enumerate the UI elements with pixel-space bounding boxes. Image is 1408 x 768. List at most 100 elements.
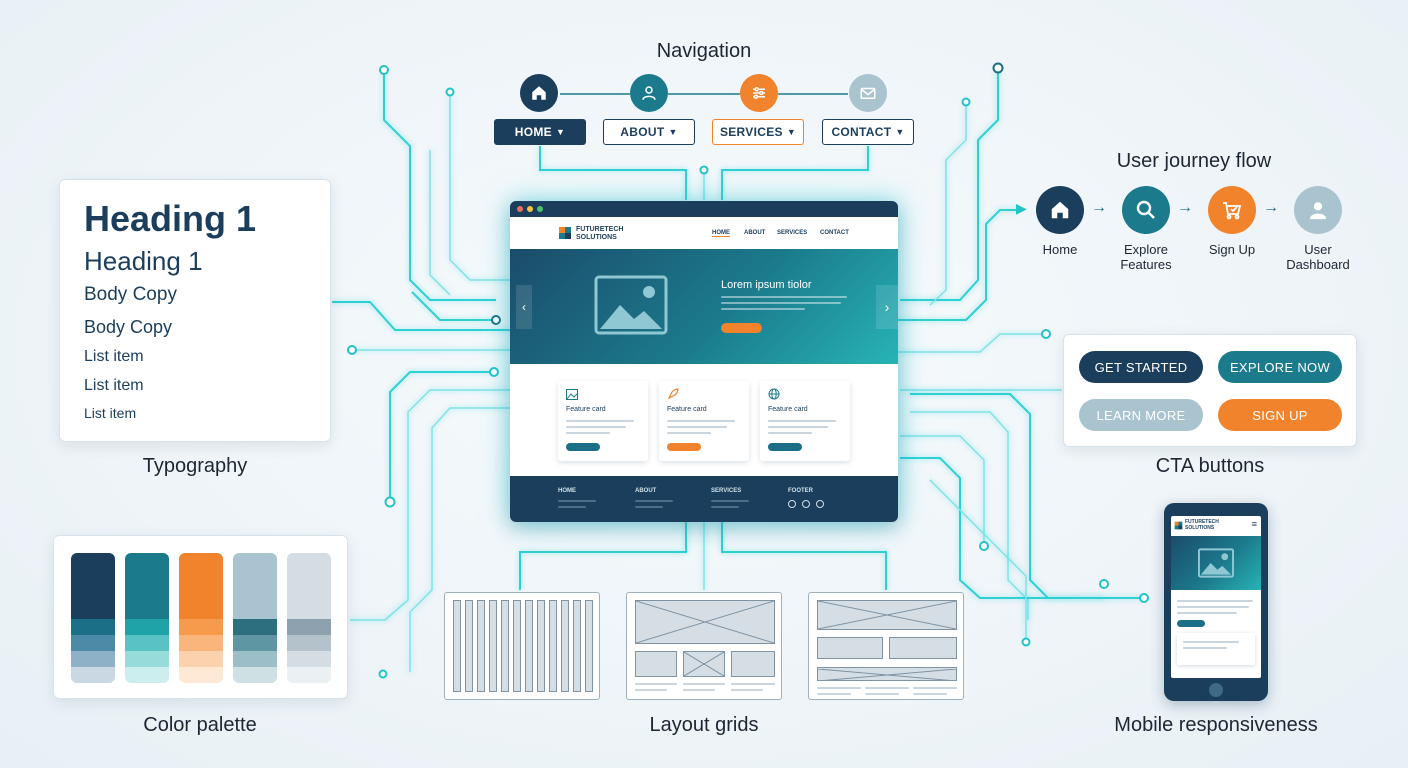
grid-column [537, 600, 545, 692]
nav-contact-button[interactable]: CONTACT▼ [822, 119, 914, 145]
grid-column [573, 600, 581, 692]
mobile-cta-button[interactable] [1177, 620, 1205, 627]
swatch-tint [179, 619, 223, 635]
wireframe-line [683, 689, 715, 691]
swatch-tint [233, 667, 277, 683]
mobile-title: Mobile responsiveness [1114, 714, 1318, 736]
feature-card-button[interactable] [566, 443, 600, 451]
footer-footer[interactable]: FOOTER [788, 488, 813, 494]
site-nav-contact[interactable]: CONTACT [820, 230, 849, 236]
palette-card [53, 535, 348, 699]
swatch-tint [71, 619, 115, 635]
wireframe-line [731, 683, 775, 685]
swatch-tint [233, 651, 277, 667]
swatch-tint [179, 651, 223, 667]
site-header: FUTURETECH SOLUTIONS HOME ABOUT SERVICES… [510, 217, 898, 249]
swatch-tint [287, 619, 331, 635]
journey-arrow-icon: → [1177, 199, 1193, 216]
wireframe-block [731, 651, 775, 677]
mobile-text-line [1177, 612, 1237, 614]
mobile-logo-line2: SOLUTIONS [1185, 525, 1215, 531]
color-swatch [233, 553, 277, 683]
hero-cta-button[interactable] [721, 323, 762, 333]
chevron-down-icon: ▼ [786, 127, 797, 137]
footer-home[interactable]: HOME [558, 488, 576, 494]
explore-now-button[interactable]: EXPLORE NOW [1218, 351, 1342, 383]
grid-column [465, 600, 473, 692]
instagram-icon[interactable] [816, 500, 824, 508]
cta-title: CTA buttons [1155, 455, 1265, 477]
cta-card: GET STARTED EXPLORE NOW LEARN MORE SIGN … [1063, 334, 1357, 447]
mobile-screen: FUTURETECH SOLUTIONS ≡ [1171, 516, 1261, 678]
feature-card-title: Feature card [667, 406, 707, 413]
facebook-icon[interactable] [788, 500, 796, 508]
footer-about[interactable]: ABOUT [635, 488, 657, 494]
window-minimize-dot [527, 206, 533, 212]
mobile-card [1177, 633, 1255, 665]
nav-home-button[interactable]: HOME▼ [494, 119, 586, 145]
typography-heading-regular: Heading 1 [84, 246, 203, 276]
hero-image-icon [594, 275, 668, 335]
site-nav-about[interactable]: ABOUT [744, 230, 766, 236]
sign-up-button[interactable]: SIGN UP [1218, 399, 1342, 431]
site-nav-services[interactable]: SERVICES [777, 230, 808, 236]
learn-more-button[interactable]: LEARN MORE [1079, 399, 1203, 431]
swatch-tint [125, 651, 169, 667]
wireframe-line [731, 689, 763, 691]
wireframe-block [817, 637, 883, 659]
layout-grid-rows [808, 592, 964, 700]
grid-column [549, 600, 557, 692]
footer-services[interactable]: SERVICES [711, 488, 742, 494]
color-swatch [71, 553, 115, 683]
feature-text-line [667, 420, 735, 422]
nav-about-button[interactable]: ABOUT▼ [603, 119, 695, 145]
hamburger-menu-icon[interactable]: ≡ [1251, 519, 1257, 529]
feature-card-1[interactable]: Feature card [558, 381, 648, 461]
color-swatch [179, 553, 223, 683]
swatch-tint [233, 635, 277, 651]
mobile-text-line [1177, 600, 1253, 602]
hero-prev-arrow-icon[interactable]: ‹ [516, 285, 532, 329]
mobile-home-button[interactable] [1209, 683, 1223, 697]
twitter-icon[interactable] [802, 500, 810, 508]
feature-card-2[interactable]: Feature card [659, 381, 749, 461]
chevron-down-icon: ▼ [895, 127, 905, 137]
feature-card-3[interactable]: Feature card [760, 381, 850, 461]
journey-arrow-icon: → [1263, 199, 1279, 216]
site-logo-line1: FUTURETECH [576, 226, 624, 233]
hero-next-arrow-icon[interactable]: › [876, 285, 898, 329]
typography-card: Heading 1 Heading 1 Body Copy Body Copy … [59, 179, 331, 442]
journey-step-label: Sign Up [1208, 242, 1256, 257]
mobile-text-line [1183, 641, 1239, 643]
site-nav-home[interactable]: HOME [712, 230, 730, 237]
nav-home-icon [520, 74, 558, 112]
journey-cart-icon [1208, 186, 1256, 234]
feature-text-line [566, 426, 626, 428]
feature-card-button[interactable] [667, 443, 701, 451]
feature-text-line [667, 426, 727, 428]
hero-text-line [721, 296, 847, 298]
grid-column [525, 600, 533, 692]
swatch-tint [287, 635, 331, 651]
navigation-title: Navigation [656, 40, 752, 62]
mobile-device: FUTURETECH SOLUTIONS ≡ [1164, 503, 1268, 701]
wireframe-cross [817, 668, 957, 682]
chevron-down-icon: ▼ [555, 127, 566, 137]
journey-user-icon [1294, 186, 1342, 234]
nav-services-label: SERVICES [719, 125, 783, 139]
swatch-tint [71, 667, 115, 683]
journey-step-label: Explore Features [1120, 242, 1172, 272]
color-swatch [125, 553, 169, 683]
feature-text-line [768, 432, 812, 434]
wireframe-image [817, 667, 957, 682]
feature-card-button[interactable] [768, 443, 802, 451]
nav-sliders-icon [740, 74, 778, 112]
grid-column [477, 600, 485, 692]
wireframe-line [913, 693, 947, 695]
swatch-main-color [125, 553, 169, 619]
nav-services-button[interactable]: SERVICES▼ [712, 119, 804, 145]
hero-text-line [721, 308, 805, 310]
swatch-tint [287, 651, 331, 667]
get-started-button[interactable]: GET STARTED [1079, 351, 1203, 383]
grid-column [561, 600, 569, 692]
